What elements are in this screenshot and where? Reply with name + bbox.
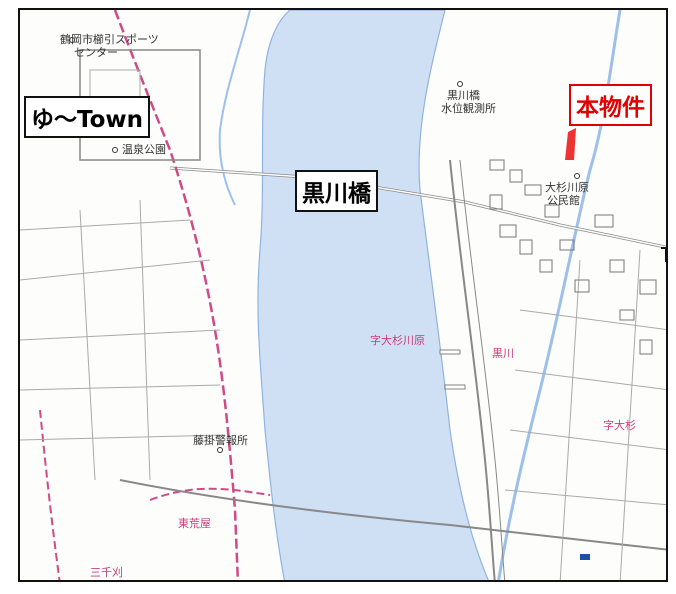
field-grid [20, 199, 226, 481]
river-area [257, 10, 489, 580]
label-community-hall-1: 大杉川原 [545, 181, 589, 194]
pink-route-left [113, 10, 240, 580]
label-sanzen-kari: 三千刈 [90, 566, 123, 579]
label-water-station-2: 水位観測所 [441, 102, 496, 115]
label-police-box: 藤掛警報所 [193, 434, 248, 447]
label-sports-center-1: 鶴岡市櫛引スポーツ [60, 33, 159, 46]
pink-route-bottom [149, 487, 271, 501]
road-right-vertical [449, 159, 496, 580]
bus-stop-symbol [580, 554, 590, 560]
label-higashi-araya: 東荒屋 [178, 517, 211, 530]
map-frame: 鶴岡市櫛引スポーツ センター 温泉公園 黒川橋 水位観測所 大杉川原 公民館 字… [18, 8, 668, 582]
stream-left [218, 10, 251, 206]
gate-symbol [661, 247, 666, 262]
label-community-hall-2: 公民館 [547, 194, 580, 207]
label-district-ohsugi: 字大杉 [603, 419, 636, 432]
road-bottom [119, 479, 666, 551]
property-marker [565, 128, 576, 160]
label-onsen-park: 温泉公園 [122, 143, 166, 156]
label-district-kurokawa: 黒川 [492, 347, 514, 360]
callout-kurokawa-bridge: 黒川橋 [295, 170, 378, 212]
map-canvas [20, 10, 666, 580]
label-sports-center-2: センター [74, 46, 118, 59]
village-buildings [489, 159, 657, 355]
label-water-station-1: 黒川橋 [447, 89, 480, 102]
callout-yu-town: ゆ～Town [24, 96, 151, 138]
label-district-ohsugi-kawara: 字大杉川原 [370, 334, 425, 347]
callout-property: 本物件 [569, 84, 652, 126]
